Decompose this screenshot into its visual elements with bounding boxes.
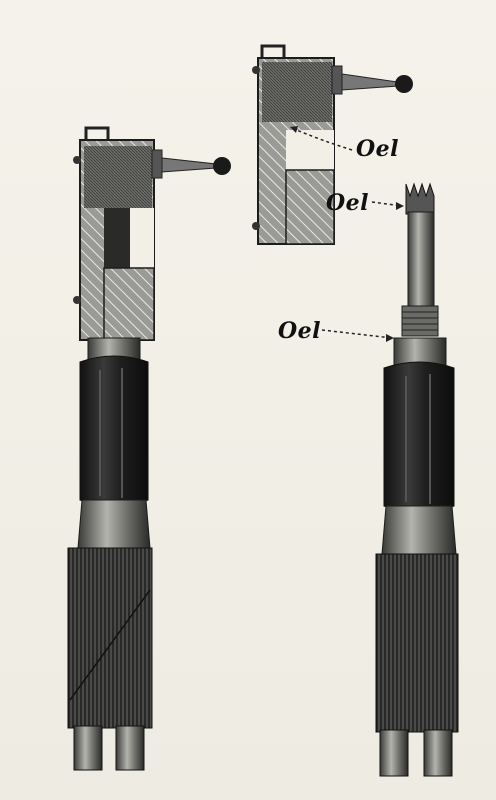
left-handpiece [67,126,231,771]
right-grip [383,361,455,513]
right-end-leg [423,729,453,777]
oel-label-lower: Oel [278,318,322,344]
left-waist [77,499,151,549]
oel-label-middle: Oel [326,190,370,216]
left-end-leg [115,725,145,771]
oel-label-upper: Oel [356,136,400,162]
right-drive-shaft [407,211,435,309]
oel-arrow-lower [321,329,393,339]
oel-arrow-upper [291,127,353,151]
right-knurled-body [375,553,459,733]
right-end-leg [379,729,409,777]
arrow-heads [290,126,404,342]
left-end-leg [73,725,103,771]
right-waist [381,505,457,555]
left-contra-angle-head [73,126,231,341]
right-collar [393,337,447,367]
left-knurled-body [67,547,153,729]
right-crown-coupling [405,182,435,215]
left-grip [79,355,149,507]
right-handpiece [375,182,459,777]
detached-contra-angle-head [252,44,413,245]
right-thread [401,305,439,337]
